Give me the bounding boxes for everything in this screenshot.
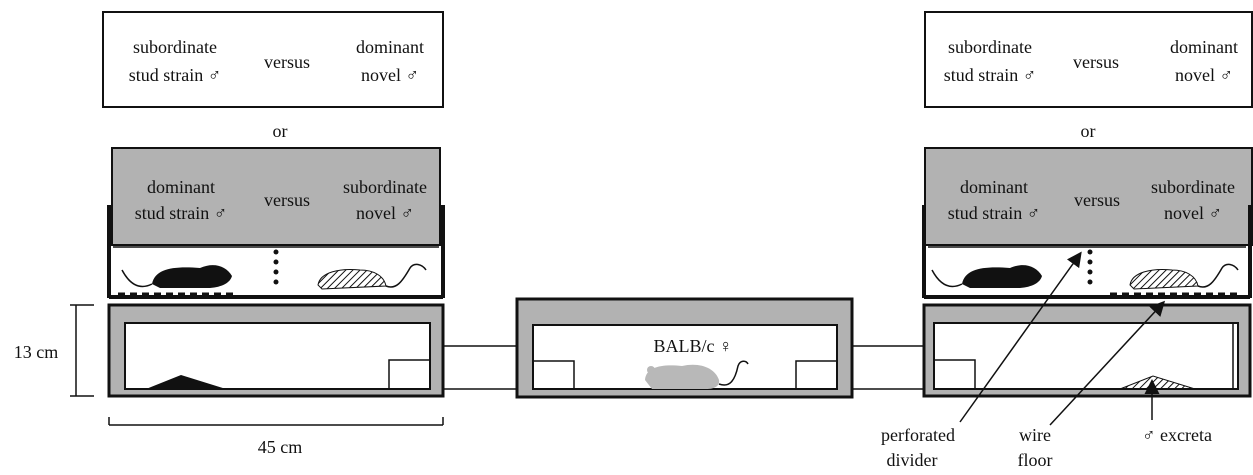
right-option-a-box [924, 11, 1253, 108]
left-option-b-box [111, 147, 441, 246]
left-upper-compartment [107, 205, 445, 299]
width-dimension: 45 cm [108, 417, 444, 457]
right-a-versus: versus [1073, 52, 1119, 72]
left-a-right-bottom: novel ♂ [361, 65, 419, 85]
callout-floor-bottom: floor [1018, 450, 1053, 470]
right-a-left-bottom: stud strain ♂ [944, 65, 1037, 85]
left-a-left-top: subordinate [133, 37, 217, 57]
height-label: 13 cm [14, 342, 59, 362]
right-b-right-top: subordinate [1151, 177, 1235, 197]
center-cage: BALB/c ♀ [515, 297, 854, 399]
callout-divider-bottom: divider [887, 450, 938, 470]
grey-mouse-icon [645, 360, 749, 389]
perforated-divider-right [1087, 249, 1093, 285]
right-b-right-bottom: novel ♂ [1164, 203, 1222, 223]
callout-floor-top: wire [1019, 425, 1051, 445]
callouts: perforated divider wire floor ♂ excreta [881, 251, 1212, 470]
right-lower-cage [922, 303, 1252, 398]
left-setup: subordinate stud strain ♂ versus dominan… [2, 11, 445, 457]
right-upper-compartment [922, 205, 1252, 299]
left-b-left-top: dominant [147, 177, 215, 197]
right-b-left-bottom: stud strain ♂ [948, 203, 1041, 223]
left-b-left-bottom: stud strain ♂ [135, 203, 228, 223]
right-tube [852, 345, 926, 390]
right-option-b-box [924, 147, 1253, 246]
left-a-left-bottom: stud strain ♂ [129, 65, 222, 85]
black-mouse-icon-right [931, 265, 1042, 288]
right-or-label: or [1081, 121, 1096, 141]
left-lower-cage [107, 303, 445, 398]
height-dimension: 13 cm [2, 304, 94, 397]
black-mouse-icon [121, 265, 232, 288]
hatched-mouse-icon-right [1129, 263, 1239, 290]
right-b-versus: versus [1074, 190, 1120, 210]
female-label: BALB/c ♀ [654, 336, 733, 356]
excreta-pile-icon [146, 375, 226, 389]
right-b-left-top: dominant [960, 177, 1028, 197]
right-a-right-bottom: novel ♂ [1175, 65, 1233, 85]
left-b-right-bottom: novel ♂ [356, 203, 414, 223]
left-option-a-box [102, 11, 444, 108]
right-setup: subordinate stud strain ♂ versus dominan… [922, 11, 1253, 398]
left-tube [443, 345, 517, 390]
perforated-divider [273, 249, 279, 285]
right-a-right-top: dominant [1170, 37, 1238, 57]
right-a-left-top: subordinate [948, 37, 1032, 57]
left-or-label: or [273, 121, 288, 141]
left-b-right-top: subordinate [343, 177, 427, 197]
callout-divider-top: perforated [881, 425, 955, 445]
callout-excreta: ♂ excreta [1142, 425, 1212, 445]
left-a-right-top: dominant [356, 37, 424, 57]
left-a-versus: versus [264, 52, 310, 72]
hatched-mouse-icon [317, 263, 427, 290]
left-b-versus: versus [264, 190, 310, 210]
width-label: 45 cm [258, 437, 303, 457]
